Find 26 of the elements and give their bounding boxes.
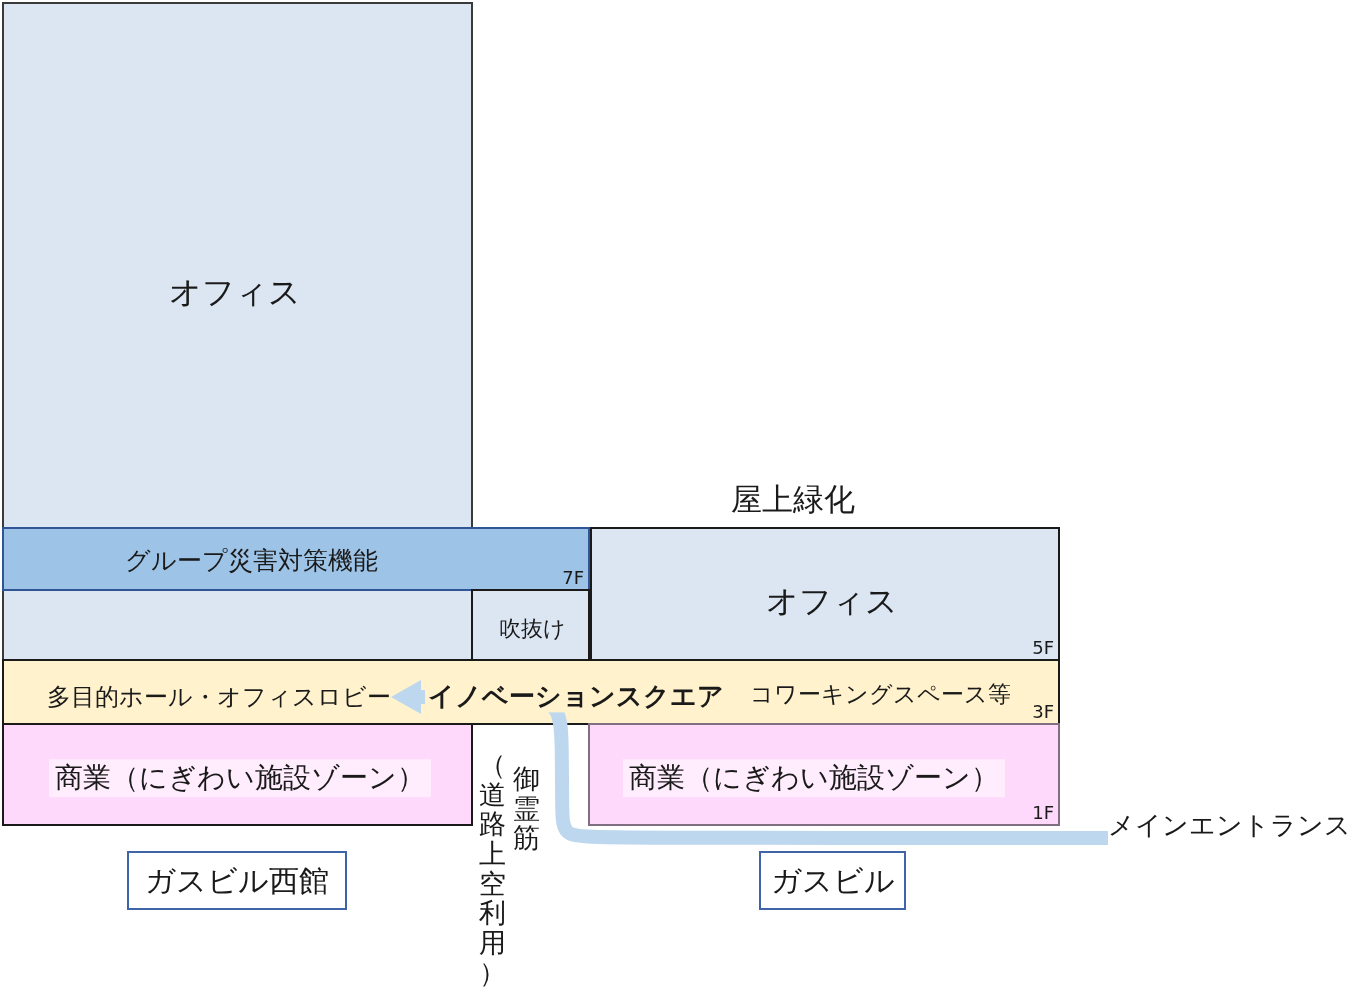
building-name: ガスビル西館 — [145, 863, 329, 899]
floor-label: 3F — [1032, 701, 1054, 723]
building-name: ガスビル — [771, 863, 895, 899]
entrance-label: メインエントランス — [1108, 810, 1351, 842]
zone-label: 商業（にぎわい施設ゾーン） — [49, 759, 431, 797]
area-label: オフィス — [766, 581, 898, 621]
airspace-use-note: （道路上空利用） — [479, 750, 506, 988]
office-block — [590, 527, 1060, 661]
rooftop-garden-label: 屋上緑化 — [731, 481, 855, 519]
area-label: オフィス — [169, 272, 301, 312]
office-tower-block — [2, 2, 473, 661]
area-label: 多目的ホール・オフィスロビー — [47, 682, 391, 712]
retail-block — [2, 723, 473, 826]
building-name-box — [127, 851, 347, 910]
area-label: グループ災害対策機能 — [124, 546, 378, 576]
retail-block — [588, 723, 1060, 826]
floor-label: 5F — [1032, 637, 1054, 659]
disaster-response-floor — [2, 527, 590, 591]
building-name-box — [759, 851, 906, 910]
area-label: コワーキングスペース等 — [749, 681, 1011, 709]
atrium-block — [471, 589, 590, 661]
floor-label: 1F — [1032, 802, 1054, 824]
floor-label: 7F — [562, 567, 584, 589]
street-name-label: 御霊筋 — [513, 764, 540, 854]
zone-label: 商業（にぎわい施設ゾーン） — [623, 759, 1005, 797]
area-label: 吹抜け — [498, 615, 566, 643]
